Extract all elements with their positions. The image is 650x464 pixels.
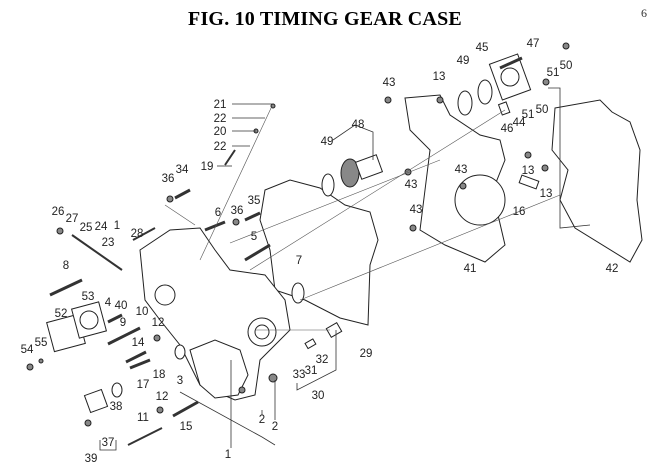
label-13: 13 [433, 71, 446, 83]
page-number: 6 [641, 6, 647, 20]
relief-valve-32 [325, 321, 343, 339]
label-47: 47 [527, 38, 540, 50]
label-43: 43 [410, 204, 423, 216]
label-2: 2 [272, 421, 278, 433]
label-18: 18 [153, 369, 166, 381]
label-38: 38 [110, 401, 123, 413]
plunger-31 [304, 338, 317, 350]
oil-pump-body [189, 339, 249, 399]
label-2: 2 [259, 414, 265, 426]
label-32: 32 [316, 354, 329, 366]
o-ring-17 [111, 382, 123, 398]
label-27: 27 [66, 213, 79, 225]
label-9: 9 [120, 317, 126, 329]
gasket-53-hole [79, 310, 99, 330]
label-43: 43 [455, 164, 468, 176]
label-52: 52 [55, 308, 68, 320]
part-labels: 21 22 20 22 19 36 34 26 27 25 24 1 23 28… [21, 38, 619, 464]
label-51: 51 [547, 67, 560, 79]
label-55: 55 [35, 337, 48, 349]
label-34: 34 [176, 164, 189, 176]
label-19: 19 [201, 161, 214, 173]
label-1: 1 [225, 449, 231, 461]
label-13: 13 [522, 165, 535, 177]
label-42: 42 [606, 263, 619, 275]
label-17: 17 [137, 379, 150, 391]
label-46: 46 [501, 123, 514, 135]
gasket-hole [454, 174, 506, 226]
label-5: 5 [251, 231, 257, 243]
leader-lines [99, 87, 591, 451]
housing-44-bore [500, 67, 520, 87]
label-10: 10 [136, 306, 149, 318]
label-53: 53 [82, 291, 95, 303]
case-opening [154, 284, 176, 306]
label-15: 15 [180, 421, 193, 433]
label-12: 12 [156, 391, 169, 403]
label-50: 50 [536, 104, 549, 116]
label-26: 26 [52, 206, 65, 218]
figure-title: FIG. 10 TIMING GEAR CASE [188, 8, 462, 30]
label-1: 1 [114, 220, 120, 232]
label-30: 30 [312, 390, 325, 402]
label-12: 12 [152, 317, 165, 329]
label-24: 24 [95, 221, 108, 233]
bearing-49-lower [321, 173, 335, 197]
gear-case [139, 227, 291, 401]
label-21: 21 [214, 99, 227, 111]
plug-3 [174, 344, 186, 360]
label-22: 22 [214, 141, 227, 153]
valve-38 [83, 388, 109, 414]
label-41: 41 [464, 263, 477, 275]
oil-seal-7 [291, 282, 305, 304]
label-25: 25 [80, 222, 93, 234]
case-bore-inner [254, 324, 270, 340]
label-39: 39 [85, 453, 98, 464]
label-22: 22 [214, 113, 227, 125]
label-4: 4 [105, 297, 112, 309]
label-28: 28 [131, 228, 144, 240]
label-16: 16 [513, 206, 526, 218]
label-43: 43 [405, 179, 418, 191]
bracket-16 [518, 174, 540, 190]
label-23: 23 [102, 237, 115, 249]
label-35: 35 [248, 195, 261, 207]
label-48: 48 [352, 119, 365, 131]
label-8: 8 [63, 260, 69, 272]
label-37: 37 [102, 437, 115, 449]
shaft-48 [354, 154, 384, 180]
bearing-49-upper [457, 90, 473, 116]
label-49: 49 [457, 55, 470, 67]
label-43: 43 [383, 77, 396, 89]
label-44: 44 [513, 117, 526, 129]
label-3: 3 [177, 375, 183, 387]
label-7: 7 [296, 255, 302, 267]
label-11: 11 [137, 412, 149, 424]
bushing-46 [497, 101, 511, 116]
label-6: 6 [215, 207, 221, 219]
label-29: 29 [360, 348, 373, 360]
label-13: 13 [540, 188, 553, 200]
label-20: 20 [214, 126, 227, 138]
label-36: 36 [162, 173, 175, 185]
label-49: 49 [321, 136, 334, 148]
label-50: 50 [560, 60, 573, 72]
label-45: 45 [476, 42, 489, 54]
bolts [26, 42, 570, 446]
gasket-42 [551, 99, 643, 263]
label-14: 14 [132, 337, 145, 349]
o-ring-45 [477, 79, 493, 105]
label-31: 31 [305, 365, 318, 377]
label-33: 33 [293, 369, 306, 381]
label-40: 40 [115, 300, 128, 312]
label-36: 36 [231, 205, 244, 217]
label-54: 54 [21, 344, 34, 356]
label-51: 51 [522, 109, 535, 121]
